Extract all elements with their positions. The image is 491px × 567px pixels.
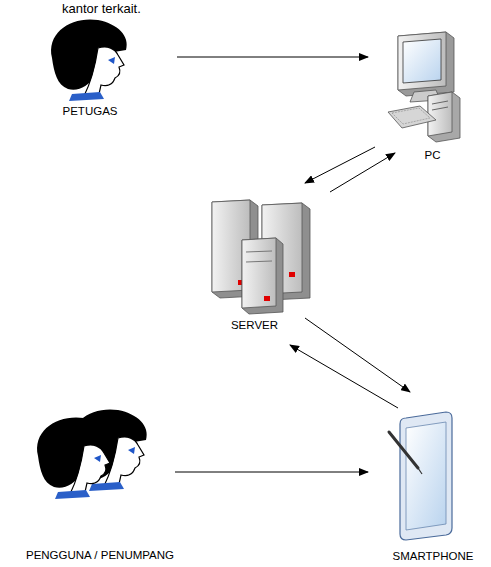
- icon-node: PETUGAS: [45, 18, 135, 118]
- pc-icon: [388, 32, 460, 142]
- icon-node: PENGGUNA / PENUMPANG: [5, 405, 195, 562]
- icon-node: PC: [380, 30, 465, 162]
- node-label: PC: [424, 149, 442, 162]
- flow-arrow: [175, 472, 368, 473]
- icon-node: SERVER: [200, 195, 315, 332]
- icon-node: SMARTPHONE: [378, 408, 488, 563]
- node-label: SMARTPHONE: [392, 550, 475, 563]
- flow-arrow: [305, 318, 410, 392]
- flow-arrow: [177, 57, 368, 58]
- flow-arrow: [290, 345, 398, 408]
- server-icon: [212, 200, 310, 314]
- node-label: PENGGUNA / PENUMPANG: [25, 549, 175, 562]
- flow-arrow: [305, 147, 375, 183]
- flow-arrow: [330, 153, 395, 192]
- node-label: SERVER: [230, 319, 279, 332]
- note-text: kantor terkait.: [62, 1, 141, 16]
- node-label: PETUGAS: [62, 105, 119, 118]
- smartphone-icon: [389, 412, 452, 540]
